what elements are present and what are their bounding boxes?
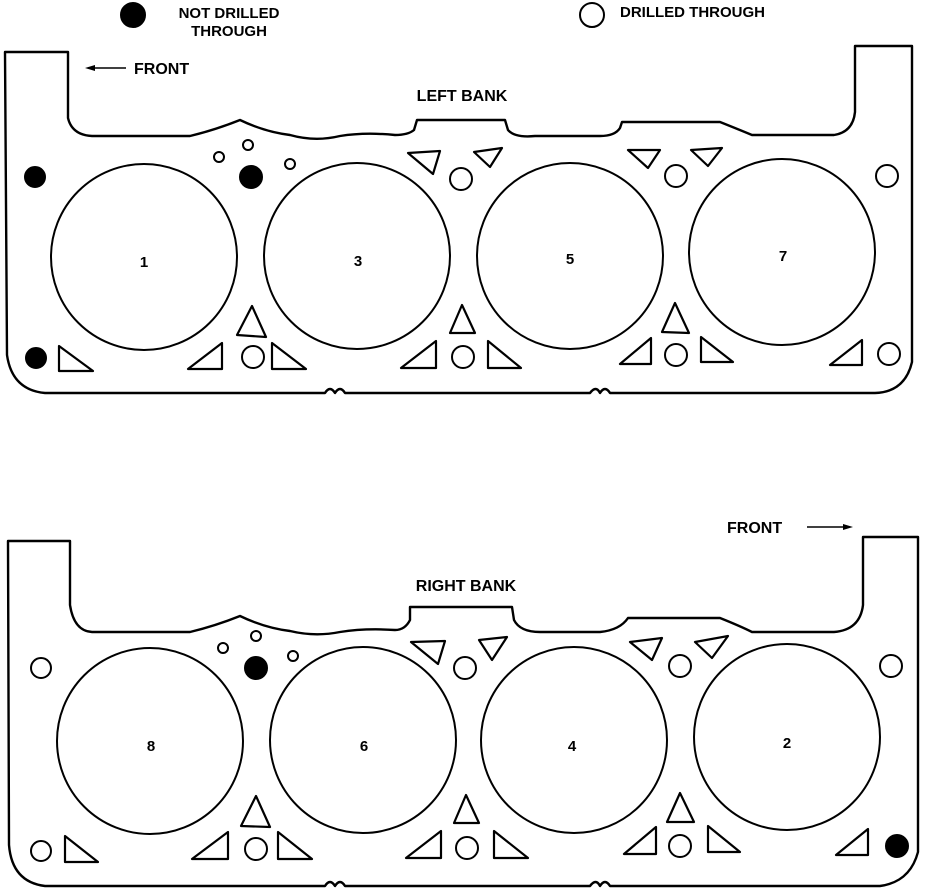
drilled-hole <box>30 840 52 862</box>
drilled-hole <box>875 164 899 188</box>
drilled-hole <box>284 158 296 170</box>
coolant-passage <box>399 339 438 370</box>
coolant-passage <box>665 791 696 824</box>
coolant-passage <box>448 303 477 335</box>
coolant-passage <box>409 639 447 666</box>
cylinder-bore: 5 <box>476 162 664 350</box>
not-drilled-hole <box>244 656 268 680</box>
coolant-passage <box>190 830 230 861</box>
drilled-hole <box>877 342 901 366</box>
left-bank-bores: 1 3 5 7 <box>50 158 876 351</box>
drilled-hole <box>244 837 268 861</box>
drilled-hole <box>213 151 225 163</box>
coolant-passage <box>486 339 523 370</box>
right-bank-gasket: RIGHT BANK FRONT 8 6 4 2 <box>6 520 920 888</box>
coolant-passage <box>276 830 314 861</box>
right-bank-holes <box>30 630 909 862</box>
drilled-hole <box>30 657 52 679</box>
cylinder-bore: 7 <box>688 158 876 346</box>
left-front-indicator: FRONT <box>85 61 189 78</box>
cylinder-bore: 1 <box>50 163 238 351</box>
coolant-passage <box>477 635 509 662</box>
coolant-passage <box>834 827 870 857</box>
left-bank-holes <box>24 139 901 369</box>
coolant-passage <box>270 341 308 371</box>
cylinder-bore: 8 <box>56 647 244 835</box>
drilled-hole <box>451 345 475 369</box>
coolant-passage <box>689 146 724 168</box>
coolant-passage <box>186 341 224 371</box>
coolant-passage <box>828 338 864 367</box>
coolant-passage <box>618 336 653 366</box>
coolant-passage <box>406 149 442 176</box>
drilled-hole <box>453 656 477 680</box>
drilled-hole <box>241 345 265 369</box>
right-bank-bores: 8 6 4 2 <box>56 643 881 835</box>
coolant-passage <box>626 148 662 170</box>
right-front-indicator: FRONT <box>727 520 853 537</box>
left-front-label: FRONT <box>134 61 189 78</box>
left-bank-outline <box>3 44 914 395</box>
cylinder-number: 4 <box>568 738 577 755</box>
drilled-hole <box>287 650 299 662</box>
drilled-hole <box>664 343 688 367</box>
cylinder-bore: 3 <box>263 162 451 350</box>
cylinder-number: 6 <box>360 738 368 755</box>
not-drilled-hole <box>885 834 909 858</box>
cylinder-number: 3 <box>354 253 362 270</box>
cylinder-bore: 4 <box>480 646 668 834</box>
coolant-passage <box>660 301 691 335</box>
not-drilled-hole <box>239 165 263 189</box>
cylinder-number: 7 <box>779 248 787 265</box>
coolant-passage <box>622 825 658 856</box>
coolant-passage <box>452 793 481 825</box>
right-front-label: FRONT <box>727 520 782 537</box>
cylinder-number: 5 <box>566 251 574 268</box>
coolant-passage <box>235 304 268 339</box>
right-bank-outline <box>6 535 920 888</box>
drilled-hole <box>449 167 473 191</box>
coolant-passage <box>628 636 664 662</box>
cylinder-bore: 2 <box>693 643 881 831</box>
legend: NOT DRILLED THROUGH DRILLED THROUGH <box>120 2 765 40</box>
drilled-legend-icon <box>579 2 605 28</box>
right-bank-title: RIGHT BANK <box>416 578 517 595</box>
drilled-hole <box>217 642 229 654</box>
drilled-hole <box>664 164 688 188</box>
legend-drilled-label: DRILLED THROUGH <box>620 4 765 21</box>
cylinder-number: 8 <box>147 738 155 755</box>
drilled-hole <box>668 834 692 858</box>
arrow-right-icon <box>843 524 853 530</box>
left-bank-passages <box>57 146 864 373</box>
legend-not-drilled-line2: THROUGH <box>191 23 267 40</box>
coolant-passage <box>63 834 100 864</box>
coolant-passage <box>57 344 95 373</box>
drilled-hole <box>242 139 254 151</box>
right-bank-passages <box>63 634 870 864</box>
cylinder-number: 1 <box>140 254 148 271</box>
left-bank-gasket: LEFT BANK FRONT 1 3 5 7 <box>3 44 914 395</box>
not-drilled-hole <box>25 347 47 369</box>
coolant-passage <box>404 829 443 860</box>
coolant-passage <box>706 824 742 854</box>
arrow-left-icon <box>85 65 95 71</box>
coolant-passage <box>472 146 504 169</box>
not-drilled-hole <box>24 166 46 188</box>
cylinder-number: 2 <box>783 735 791 752</box>
coolant-passage <box>239 794 272 829</box>
coolant-passage <box>492 829 530 860</box>
not-drilled-legend-icon <box>120 2 146 28</box>
legend-not-drilled-line1: NOT DRILLED <box>179 5 280 22</box>
left-bank-title: LEFT BANK <box>417 88 508 105</box>
drilled-hole <box>879 654 903 678</box>
drilled-hole <box>455 836 479 860</box>
coolant-passage <box>699 335 735 364</box>
drilled-hole <box>668 654 692 678</box>
coolant-passage <box>693 634 730 660</box>
drilled-hole <box>250 630 262 642</box>
cylinder-bore: 6 <box>269 646 457 834</box>
